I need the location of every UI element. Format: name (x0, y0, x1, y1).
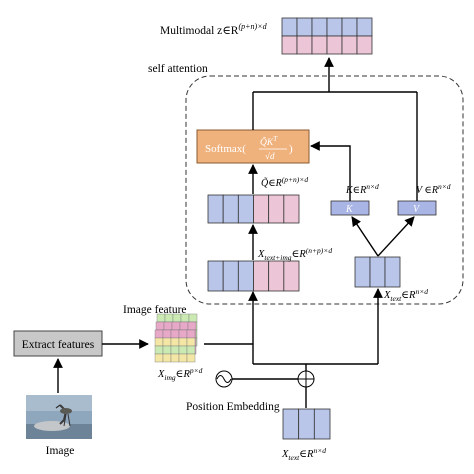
q-tilde-cell (222, 194, 239, 224)
x-text-inner-vector (354, 256, 401, 288)
output-top-cell (296, 17, 313, 37)
output-top-cell (281, 17, 298, 37)
feature-grid-cell (170, 337, 180, 347)
connectors (53, 57, 418, 408)
x-text-bottom-label: Xtext∈Rn×d (281, 446, 326, 462)
feature-grid-cell (170, 329, 180, 339)
feature-grid-cell (170, 345, 180, 355)
feature-grid-cell (172, 313, 182, 323)
feature-grid-cell (178, 353, 188, 363)
feature-grid-cell (188, 313, 198, 323)
v-box-label: V (413, 204, 421, 215)
feature-grid-cell (154, 353, 164, 363)
input-image (26, 395, 92, 439)
feature-grid-cell (178, 345, 188, 355)
output-bottom-cell (311, 35, 328, 55)
v-label: V ∈Rn×d (416, 182, 451, 196)
softmax-numerator: Q̃KT (260, 135, 278, 148)
feature-grid-cell (180, 313, 190, 323)
feature-grid-cell (162, 353, 172, 363)
q-tilde-cell (207, 194, 224, 224)
feature-grid-cell (154, 329, 164, 339)
output-bottom-cell (296, 35, 313, 55)
q-tilde-cell (283, 194, 300, 224)
q-tilde-label: Q̃∈R(p+n)×d (261, 175, 308, 189)
feature-grid-cell (171, 321, 181, 331)
feature-grid-cell (154, 345, 164, 355)
extract-features-label: Extract features (22, 339, 95, 351)
k-label: K∈Rn×d (345, 182, 379, 196)
output-top-cell (356, 17, 373, 37)
x-text-inner-label: Xtext∈Rn×d (383, 287, 428, 303)
feature-grid-cell (155, 321, 165, 331)
position-embedding-label: Position Embedding (186, 401, 280, 413)
feature-grid-cell (162, 345, 172, 355)
feature-grid-cell (186, 353, 196, 363)
x-text-inner-cell (354, 256, 371, 288)
image-feature-label: Image feature (123, 304, 187, 316)
self-attention-label: self attention (148, 63, 208, 75)
add-operator (297, 370, 315, 388)
feature-grid-cell (163, 321, 173, 331)
x-img-label: Ximg∈Rp×d (157, 366, 203, 382)
x-text-img-cell (222, 260, 239, 292)
x-text-img-vector (207, 260, 300, 292)
position-embedding-symbol (215, 370, 233, 388)
k-box-label: K (345, 204, 354, 215)
output-top-cell (311, 17, 328, 37)
softmax-box (196, 129, 310, 164)
output-top-cell (326, 17, 343, 37)
self-attention-region (185, 75, 464, 305)
feature-grid-cell (187, 321, 197, 331)
feature-grid-cell (178, 337, 188, 347)
x-text-img-cell (207, 260, 224, 292)
x-text-inner-cell (369, 256, 386, 288)
feature-grid-cell (156, 313, 166, 323)
feature-grid-cell (179, 321, 189, 331)
x-text-bottom-vector (282, 408, 331, 440)
x-text-img-label: Xtext+img∈R(n+p)×d (257, 246, 332, 262)
softmax-formula: Softmax( (205, 143, 246, 155)
output-top-cell (341, 17, 358, 37)
x-text-bottom-cell (298, 408, 315, 440)
q-tilde-cell (268, 194, 285, 224)
feature-grid-cell (154, 337, 164, 347)
output-bottom-cell (341, 35, 358, 55)
feature-grid-cell (186, 329, 196, 339)
x-text-bottom-cell (313, 408, 331, 440)
x-text-img-cell (253, 260, 270, 292)
x-text-img-cell (268, 260, 285, 292)
output-label: Multimodal z∈R(p+n)×d (160, 22, 268, 37)
q-tilde-vector (207, 194, 300, 224)
image-feature-grid (154, 313, 198, 363)
output-z-vector (281, 17, 373, 55)
x-text-img-cell (283, 260, 300, 292)
x-text-inner-cell (384, 256, 401, 288)
feature-grid-cell (170, 353, 180, 363)
softmax-denominator: √d (265, 151, 275, 161)
feature-grid-cell (186, 345, 196, 355)
softmax-close-paren: ) (289, 143, 293, 155)
x-text-bottom-cell (282, 408, 300, 440)
output-bottom-cell (281, 35, 298, 55)
q-tilde-cell (237, 194, 254, 224)
image-label: Image (46, 445, 75, 457)
feature-grid-cell (164, 313, 174, 323)
output-bottom-cell (356, 35, 373, 55)
extract-features-box (13, 330, 103, 357)
feature-grid-cell (162, 329, 172, 339)
x-text-img-cell (237, 260, 254, 292)
feature-grid-cell (162, 337, 172, 347)
feature-grid-cell (178, 329, 188, 339)
q-tilde-cell (253, 194, 270, 224)
feature-grid-cell (186, 337, 196, 347)
output-bottom-cell (326, 35, 343, 55)
